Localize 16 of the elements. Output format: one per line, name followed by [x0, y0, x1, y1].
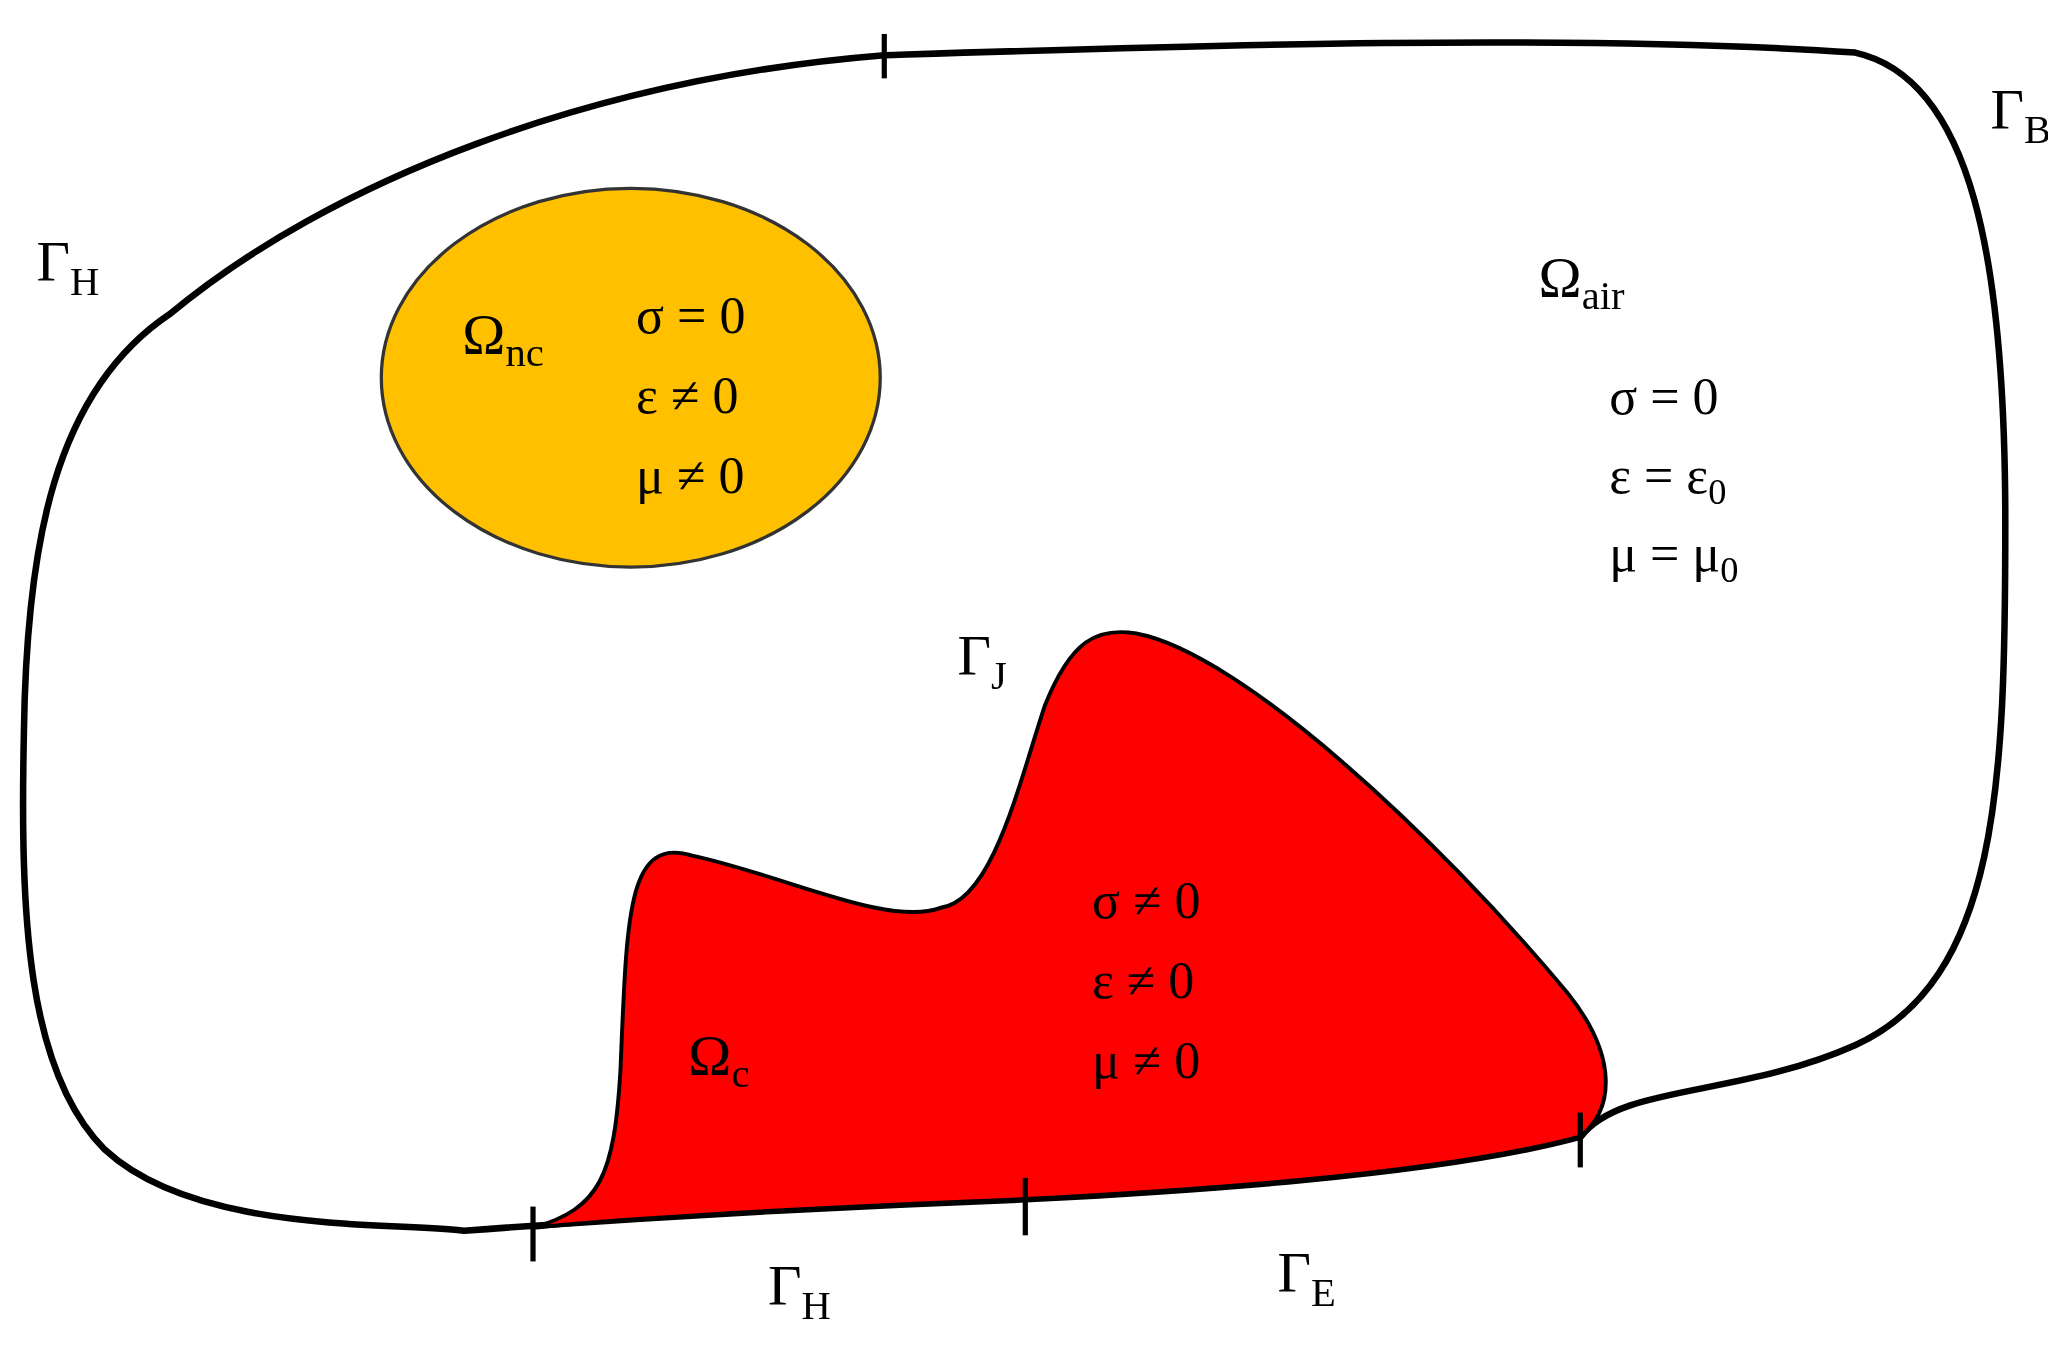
property-equation: σ = 0 [1609, 368, 1719, 426]
boundary-label: Γ$_{J}$ [957, 624, 1007, 700]
property-equation: σ ≠ 0 [1091, 872, 1201, 930]
property-equation: μ ≠ 0 [636, 446, 745, 504]
property-equation: μ ≠ 0 [1091, 1031, 1201, 1089]
boundary-label: Γ$_{E}$ [1277, 1240, 1336, 1316]
region-label: Ω$_{c}$ [688, 1023, 750, 1097]
property-equation: σ = 0 [636, 287, 746, 345]
property-equation: ε ≠ 0 [1091, 952, 1195, 1010]
region-label: Ω$_{nc}$ [462, 303, 544, 376]
boundary-label: Γ$_{H}$ [36, 229, 100, 305]
property-equation: ε ≠ 0 [636, 367, 739, 425]
region-label: Ω$_{air}$ [1538, 245, 1625, 319]
property-equation: μ = μ$_{0}$ [1609, 525, 1739, 590]
property-equation: ε = ε$_{0}$ [1609, 446, 1727, 512]
boundary-label: Γ$_{H}$ [768, 1253, 831, 1329]
